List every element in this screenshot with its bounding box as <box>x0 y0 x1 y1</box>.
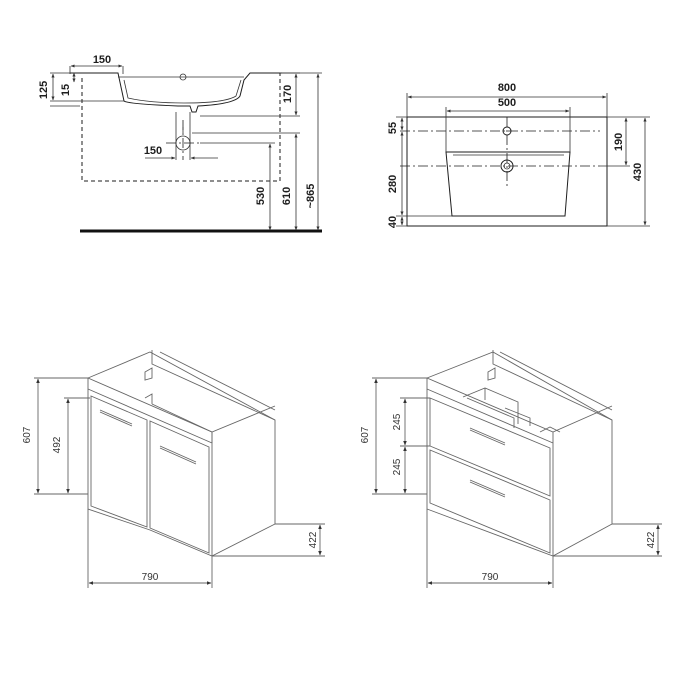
cabinet-doors-view: 607 492 422 790 <box>22 350 325 588</box>
dim-280: 280 <box>387 175 399 193</box>
dim-610: 610 <box>281 187 293 205</box>
dim-430: 430 <box>632 163 644 181</box>
dim-790-doors: 790 <box>142 572 159 583</box>
dim-607-drawers: 607 <box>360 426 371 443</box>
dim-865: ~865 <box>305 184 317 209</box>
dim-55: 55 <box>387 122 399 134</box>
dim-150-top: 150 <box>93 54 111 66</box>
dim-150-waste: 150 <box>144 145 162 157</box>
dim-125: 125 <box>38 81 50 99</box>
drawer-top <box>429 397 551 497</box>
door-left <box>90 395 148 528</box>
dim-245-bottom: 245 <box>392 458 403 475</box>
drawer-bottom <box>429 449 551 554</box>
dim-530: 530 <box>255 187 267 205</box>
drain-hole <box>500 159 514 173</box>
drawer-interior <box>462 387 561 433</box>
dim-170: 170 <box>282 85 294 103</box>
door-right <box>149 420 210 554</box>
basin-top-bowl <box>445 151 571 217</box>
cabinet-outline-dashed <box>81 73 281 182</box>
tap-hole <box>502 126 512 136</box>
dim-40: 40 <box>387 216 399 228</box>
dim-190: 190 <box>613 133 625 151</box>
dim-422-drawers: 422 <box>646 531 657 548</box>
dim-245-top: 245 <box>392 413 403 430</box>
dim-15: 15 <box>60 84 72 96</box>
dim-800: 800 <box>498 82 516 94</box>
dim-500: 500 <box>498 97 516 109</box>
cabinet-doors-outline <box>87 351 276 557</box>
dim-607-doors: 607 <box>22 426 33 443</box>
handle-right <box>159 445 197 465</box>
hanger-bracket <box>144 367 153 381</box>
dim-790-drawers: 790 <box>482 572 499 583</box>
cabinet-drawers-view: 607 245 245 422 790 <box>360 350 662 588</box>
basin-side-bowl <box>123 79 242 104</box>
overflow-hole <box>179 73 187 81</box>
basin-side-outline <box>70 72 282 113</box>
dim-492: 492 <box>52 436 63 453</box>
drawer-handle-top <box>469 427 506 446</box>
basin-top-view: 800 500 55 280 40 190 430 <box>387 82 650 228</box>
handle-left <box>99 409 133 427</box>
basin-side-view: 150 125 15 170 150 530 610 ~865 <box>38 54 322 233</box>
hanger-bracket-2 <box>487 367 496 381</box>
drawer-handle-bottom <box>469 479 506 498</box>
dim-422-doors: 422 <box>308 531 319 548</box>
cabinet-drawers-outline <box>426 351 613 557</box>
